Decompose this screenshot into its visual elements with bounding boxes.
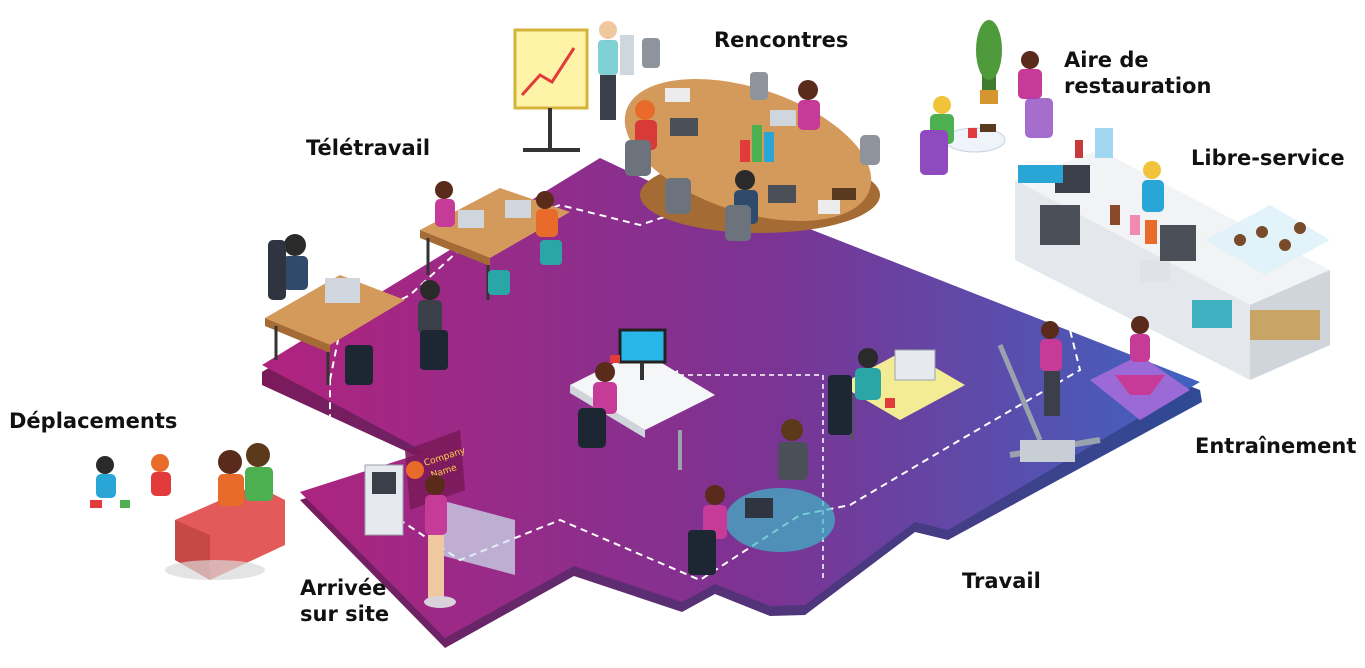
label-travel: Déplacements bbox=[9, 409, 178, 433]
presentation-board bbox=[513, 28, 589, 110]
label-arrival: Arrivée sur site bbox=[300, 575, 389, 627]
training-area bbox=[997, 316, 1190, 462]
label-training: Entraînement bbox=[1195, 434, 1357, 458]
label-meetings: Rencontres bbox=[714, 28, 849, 52]
meeting-area bbox=[513, 21, 880, 241]
label-dining-line2: restauration bbox=[1064, 74, 1212, 98]
label-dining-line1: Aire de bbox=[1064, 48, 1149, 72]
label-self-service: Libre-service bbox=[1191, 146, 1345, 170]
work-area bbox=[570, 328, 965, 575]
self-service-counter bbox=[1015, 128, 1330, 380]
label-work: Travail bbox=[962, 569, 1041, 593]
dining-area bbox=[920, 20, 1053, 175]
label-remote-work: Télétravail bbox=[306, 136, 431, 160]
label-dining-area: Aire de restauration bbox=[1064, 47, 1211, 99]
label-arrival-line1: Arrivée bbox=[300, 576, 387, 600]
arrival-area: Company Name bbox=[364, 430, 515, 608]
label-arrival-line2: sur site bbox=[300, 602, 390, 626]
travel-area bbox=[90, 443, 285, 580]
remote-work-area bbox=[265, 181, 570, 385]
